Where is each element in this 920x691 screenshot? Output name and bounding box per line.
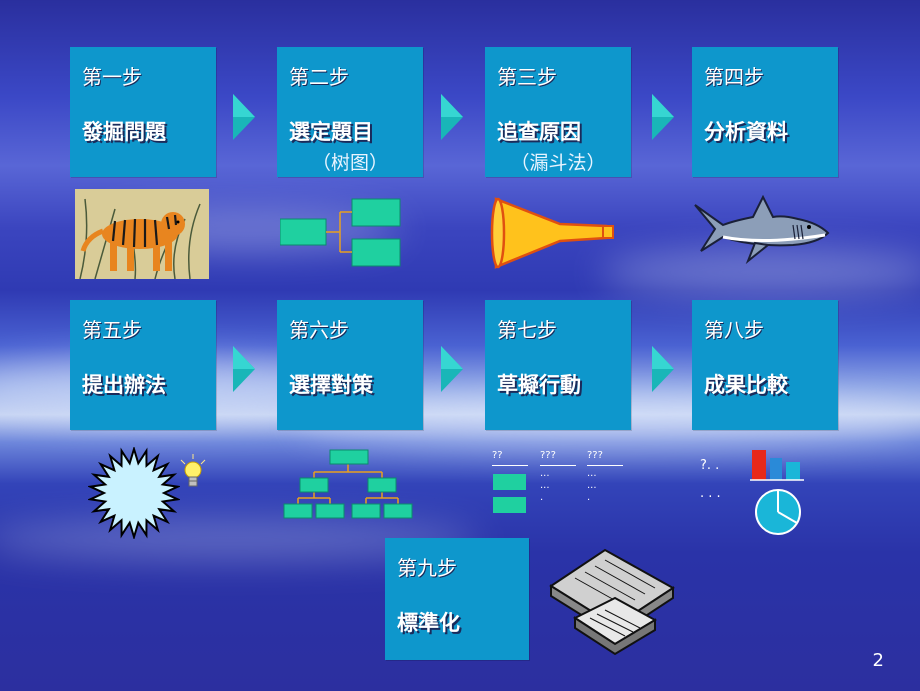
step-9-box: 第九步 標準化 (385, 538, 529, 660)
step-title: 分析資料 (704, 120, 788, 144)
step-title: 選定題目 (289, 120, 373, 144)
green-cell (493, 474, 526, 490)
step-note: （漏斗法） (510, 152, 606, 174)
table-cell: ... (540, 468, 550, 479)
divider (540, 465, 576, 466)
cloud (600, 250, 920, 295)
bar-pie-icon (750, 450, 804, 535)
page-number: 2 (872, 650, 884, 671)
step-1-box: 第一步 發掘問題 (70, 47, 216, 177)
step-label: 第七步 (497, 318, 557, 342)
table-header: ?? (492, 450, 503, 461)
step-5-box: 第五步 提出辦法 (70, 300, 216, 430)
step-title: 選擇對策 (289, 373, 373, 397)
chart-mark-text: . . . (700, 486, 721, 501)
step-label: 第二步 (289, 65, 349, 89)
step-label: 第六步 (289, 318, 349, 342)
light-bulb-icon (180, 454, 206, 487)
right-arrow-icon (652, 346, 674, 392)
right-arrow-icon (441, 94, 463, 140)
step-title: 成果比較 (704, 373, 788, 397)
step-title: 提出辦法 (82, 373, 166, 397)
step-title: 標準化 (397, 611, 460, 635)
right-arrow-icon (652, 94, 674, 140)
org-chart-icon (283, 449, 413, 519)
divider (492, 465, 528, 466)
step-4-box: 第四步 分析資料 (692, 47, 838, 177)
step-6-box: 第六步 選擇對策 (277, 300, 423, 430)
table-cell: . (540, 492, 544, 503)
table-header: ??? (540, 450, 556, 461)
step-2-box: 第二步 選定題目 （树图） (277, 47, 423, 177)
step-8-box: 第八步 成果比較 (692, 300, 838, 430)
table-cell: ... (587, 480, 597, 491)
step-title: 發掘問題 (82, 120, 166, 144)
funnel-icon (490, 197, 614, 269)
divider (587, 465, 623, 466)
step-title: 追查原因 (497, 120, 581, 144)
comparison-chart-icon: ?. . . . . (698, 446, 810, 538)
chart-mark-text: ?. . (700, 458, 720, 473)
step-7-box: 第七步 草擬行動 (485, 300, 631, 430)
right-arrow-icon (233, 346, 255, 392)
step-label: 第五步 (82, 318, 142, 342)
table-header: ??? (587, 450, 603, 461)
step-note: （树图） (311, 152, 388, 174)
checklist-table-icon: ?? ??? ??? ... ... . ... ... . (492, 450, 628, 520)
step-label: 第九步 (397, 556, 457, 580)
idea-starburst-icon (88, 447, 180, 539)
step-3-box: 第三步 追查原因 （漏斗法） (485, 47, 631, 177)
step-title: 草擬行動 (497, 373, 581, 397)
green-cell (493, 497, 526, 513)
step-label: 第一步 (82, 65, 142, 89)
right-arrow-icon (233, 94, 255, 140)
step-label: 第八步 (704, 318, 764, 342)
table-cell: . (587, 492, 591, 503)
tiger-illustration (75, 189, 209, 279)
floppy-disks-illustration (549, 548, 675, 656)
tree-diagram-icon (280, 198, 401, 267)
step-label: 第四步 (704, 65, 764, 89)
step-label: 第三步 (497, 65, 557, 89)
table-cell: ... (540, 480, 550, 491)
table-cell: ... (587, 468, 597, 479)
right-arrow-icon (441, 346, 463, 392)
shark-illustration (694, 195, 830, 265)
